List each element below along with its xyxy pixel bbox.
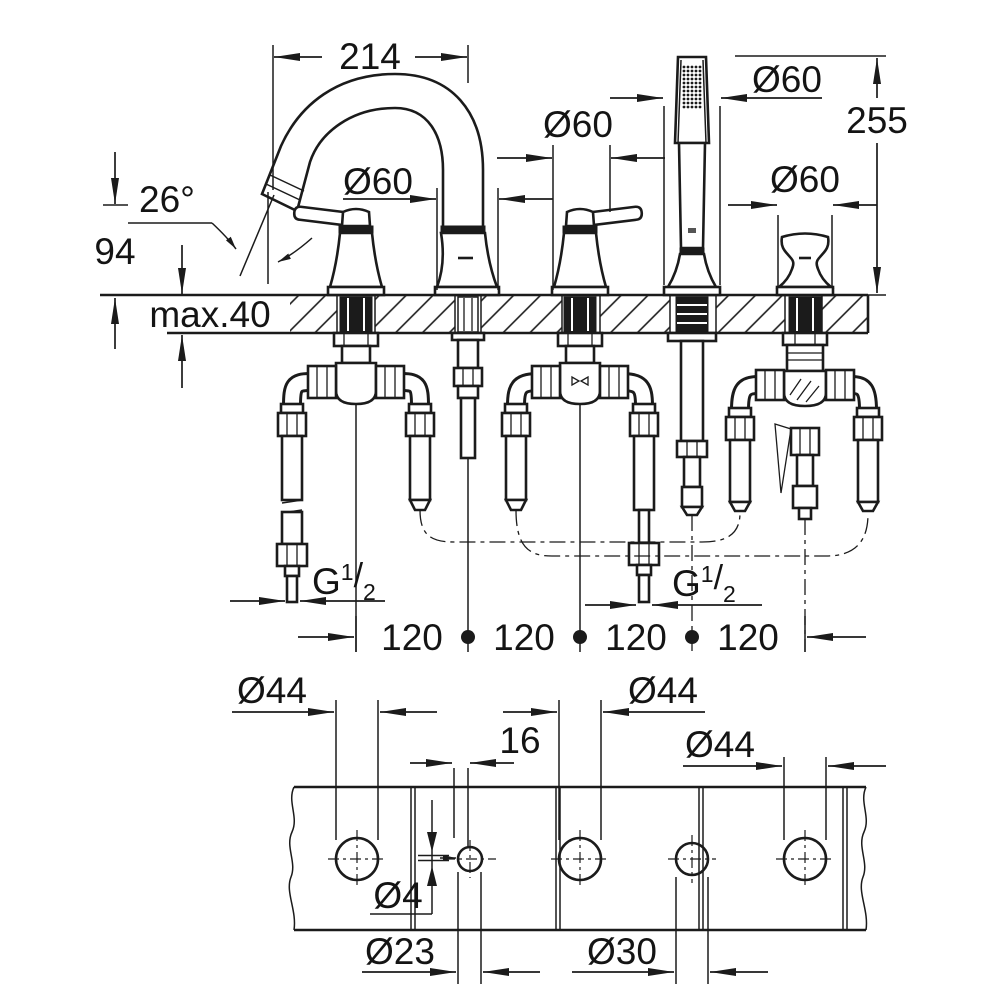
dim-pin-hole: Ø4 [370,800,456,916]
dim-hole-30: Ø30 [572,877,768,984]
dim-escutcheon-handle-mid-label: Ø60 [543,104,613,145]
dim-shower-height-label: 255 [846,100,908,141]
dim-pin-hole-label: Ø4 [373,875,422,916]
hand-shower-cradle [665,252,719,289]
valve-left [275,331,436,652]
dim-escutcheon-spout-label: Ø60 [343,161,413,202]
routing-line-2 [515,509,869,557]
hand-shower-escutcheon [662,285,722,297]
mounting-wedge [774,423,792,494]
dim-escutcheon-handle-right-label: Ø60 [770,159,840,200]
spout-tube [260,72,485,229]
spray-face-dots [682,65,702,109]
dim-spout-reach-label: 214 [339,36,401,77]
dim-hole-44-right: Ø44 [683,724,886,840]
handle-left-escutcheon [326,285,386,297]
dim-thread-left: G1/2 [230,557,385,605]
dim-pin-offset: 16 [410,720,541,846]
deck-plan [288,785,868,932]
handle-middle [550,205,644,297]
dim-spacing-chain: 120 120 120 120 [298,616,866,658]
deck-hole-walls [336,296,823,332]
handle-left-cone [328,231,384,289]
handle-mid-shank [563,296,597,333]
plan-dimensions: Ø44 Ø44 Ø44 [232,670,886,984]
dim-escutcheon-handle-right: Ø60 [728,159,877,288]
dim-hole-23: Ø23 [362,872,540,984]
valve-left-body [334,361,378,406]
spout-escutcheon [433,285,501,297]
dim-escutcheon-shower-label: Ø60 [752,59,822,100]
spout-tail [450,331,486,652]
handle-left-shank [339,296,373,333]
dim-spacing-3: 120 [605,617,667,658]
chain-dot [573,630,587,644]
dim-spout-angle: 26° [128,179,313,284]
dim-hole-44-left: Ø44 [232,670,437,840]
deck-section [100,293,870,335]
spout-shank [457,296,479,333]
dim-escutcheon-shower: Ø60 [610,59,822,285]
dim-pin-offset-label: 16 [499,720,540,761]
dim-hole-44-mid-label: Ø44 [628,670,698,711]
handle-middle-cap [564,207,596,228]
routing-line-1 [419,509,741,543]
dim-spacing-1: 120 [381,617,443,658]
dim-spout-angle-label: 26° [139,179,195,220]
dim-deck-thickness-label: max.40 [149,294,270,335]
deck-hatch [290,296,337,332]
dim-spacing-2: 120 [493,617,555,658]
handle-left [292,205,386,297]
handle-left-lever [292,205,345,227]
spout-base-cone [435,231,499,289]
hand-shower-tail [666,331,718,652]
dim-shower-height: 255 [735,55,908,296]
plan-view: Ø44 Ø44 Ø44 [232,670,886,984]
dim-hole-30-label: Ø30 [587,931,657,972]
chain-dot [461,630,475,644]
dim-hole-44-right-label: Ø44 [685,724,755,765]
handle-middle-cone [552,231,608,289]
valve-right [724,331,884,652]
break-line-left [288,786,296,931]
chain-dot [685,630,699,644]
handle-right-shank [788,296,822,333]
hand-shower [662,55,722,297]
handle-middle-lever [591,205,644,227]
dim-deck-thickness: max.40 [149,245,271,388]
dim-outlet-height-label: 94 [94,231,135,272]
dim-escutcheon-spout: Ø60 [343,161,553,290]
handle-left-cap [340,207,372,228]
dim-outlet-height: 94 [94,152,136,349]
valve-middle [500,331,661,652]
dim-thread-right: G1/2 [585,559,762,609]
spout [260,72,501,297]
handle-right-knob [775,232,835,289]
handle-middle-escutcheon [550,285,610,297]
dim-thread-left-label: G1/2 [312,557,376,605]
dim-hole-23-label: Ø23 [365,931,435,972]
dim-hole-44-left-label: Ø44 [237,670,307,711]
handle-right-escutcheon [775,285,835,297]
front-dimensions: 214 26° 94 max.40 [94,36,907,658]
dim-spout-reach: 214 [272,36,469,190]
handle-right [775,232,835,297]
break-line-right [860,786,868,931]
dim-spacing-4: 120 [717,617,779,658]
dim-hole-44-mid: Ø44 [503,670,705,840]
front-view: 214 26° 94 max.40 [94,36,907,658]
under-deck-connections [275,331,884,652]
dim-escutcheon-handle-mid: Ø60 [497,104,665,290]
dim-thread-right-label: G1/2 [672,559,736,607]
brand-mark [688,228,696,233]
valve-middle-body [558,361,602,406]
